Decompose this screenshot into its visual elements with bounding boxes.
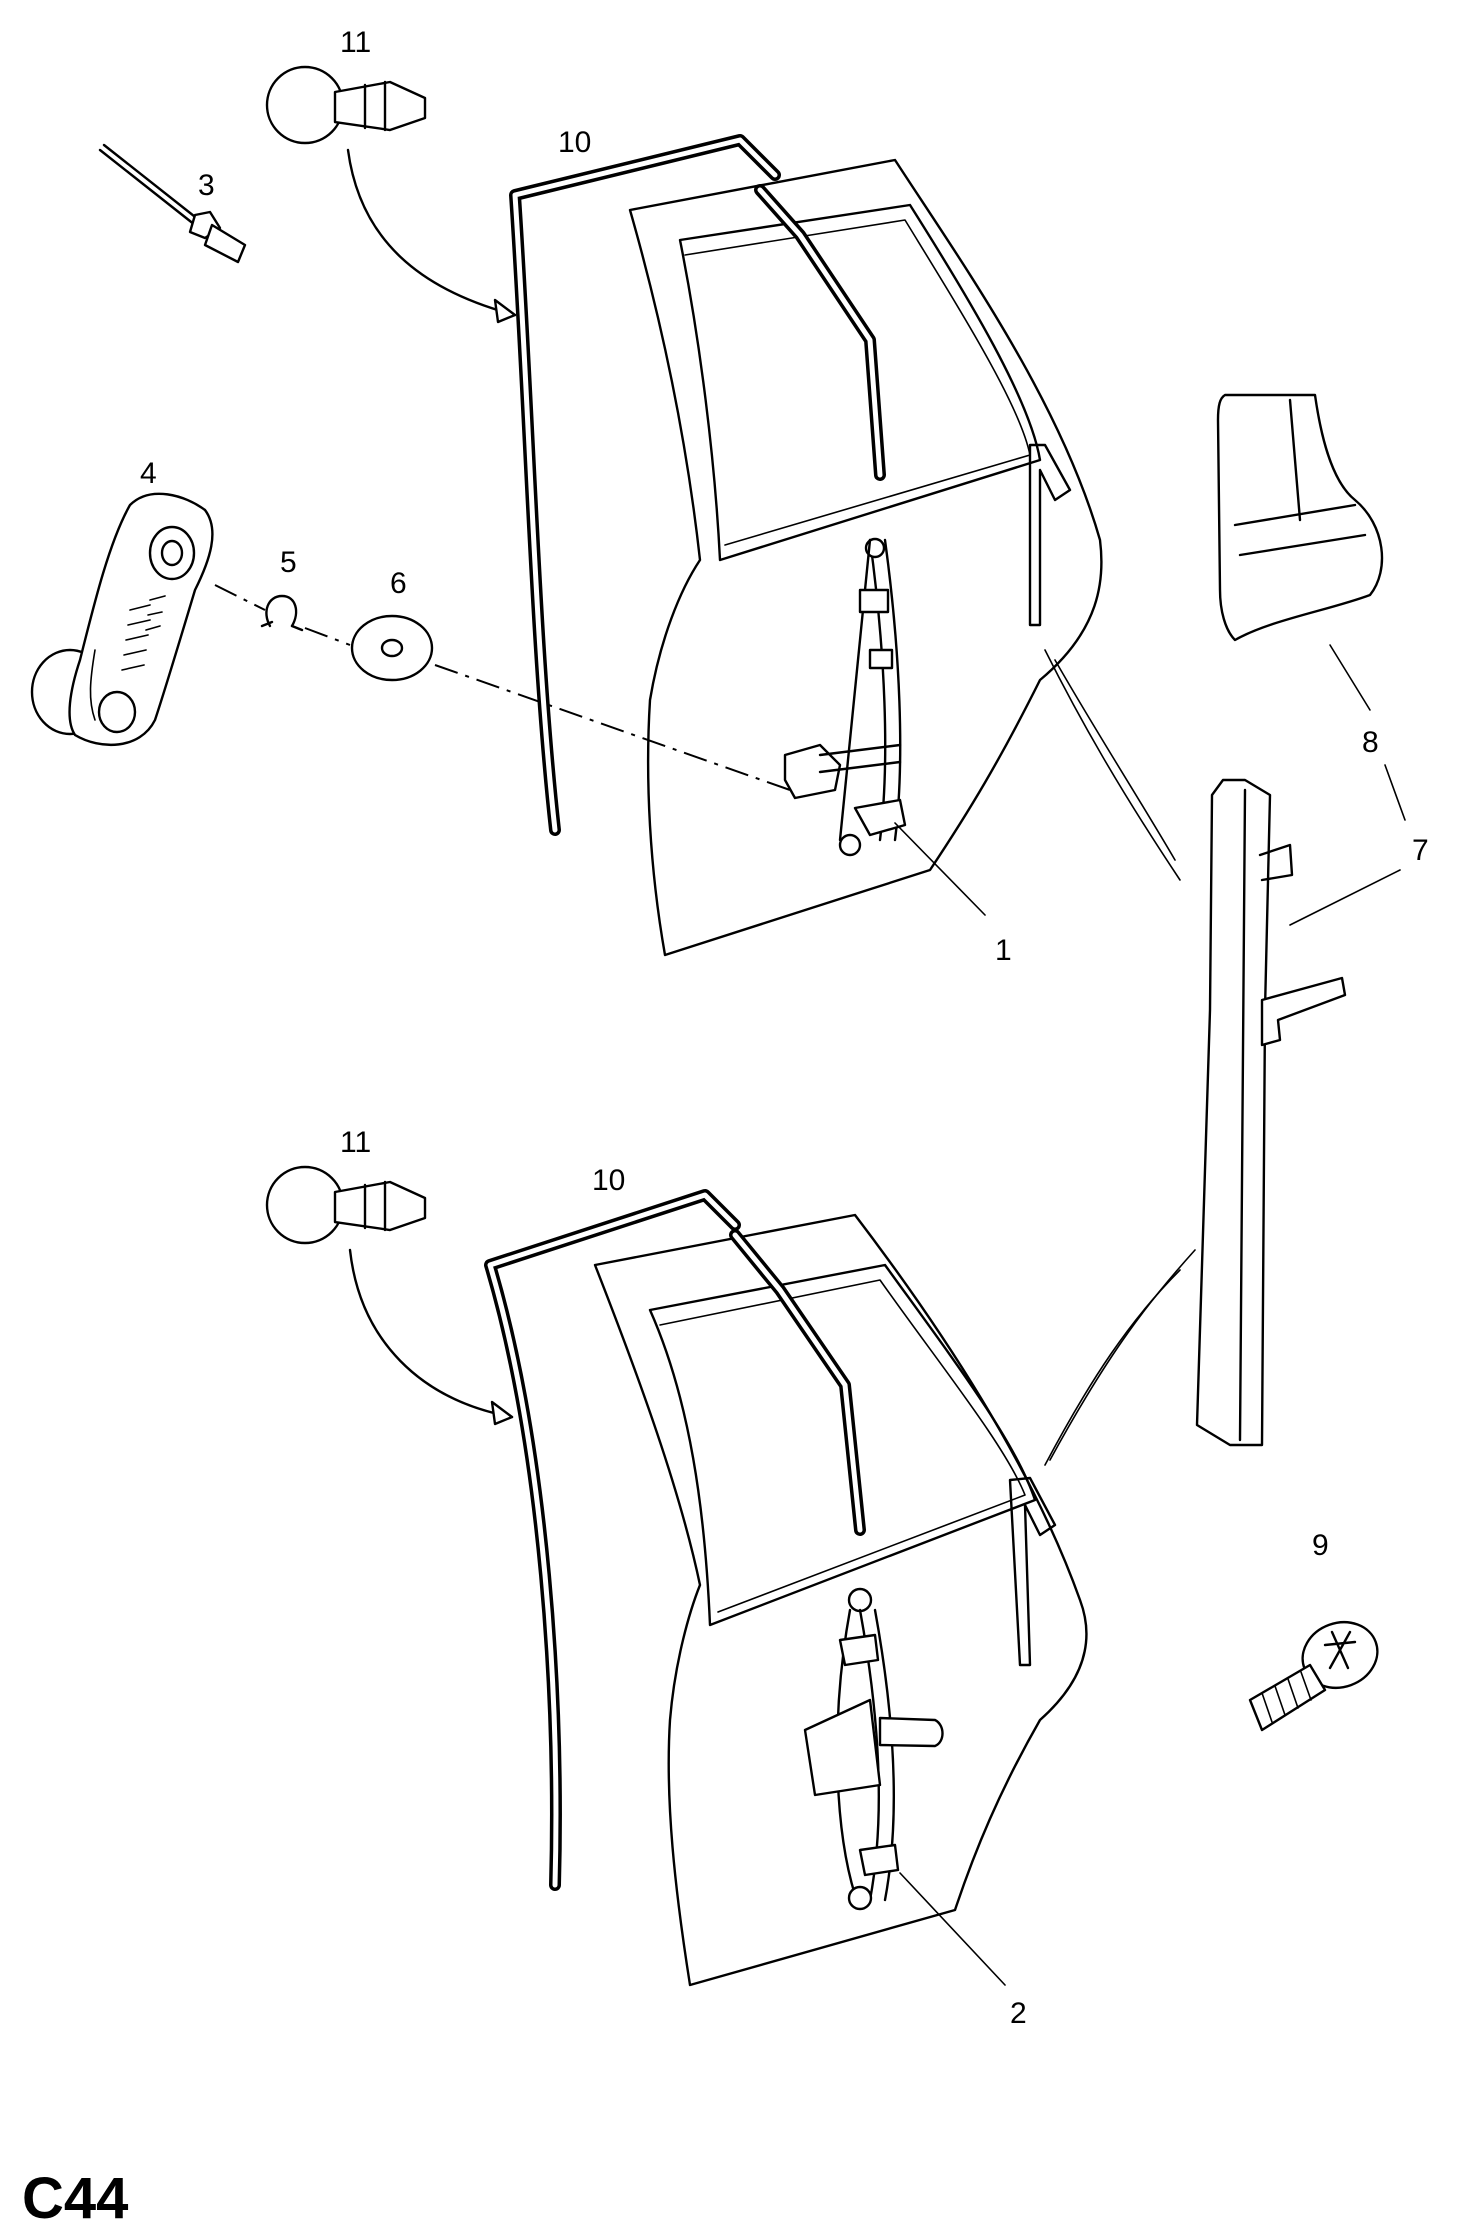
lower-door-panel <box>593 1213 1088 1987</box>
clip-11-bottom <box>265 1165 514 1426</box>
upper-door-handle <box>1028 443 1072 627</box>
window-crank-handle-4 <box>30 492 214 746</box>
upper-door-seal <box>509 134 781 836</box>
lower-door-handle <box>1008 1476 1057 1667</box>
screw-9 <box>1248 1621 1379 1732</box>
callout-11-bottom: 11 <box>340 1126 371 1159</box>
callout-8: 8 <box>1362 726 1379 759</box>
diagram-code: C44 <box>22 2166 128 2231</box>
lower-door-assembly <box>593 1213 1088 1987</box>
callout-10-bottom: 10 <box>592 1164 625 1197</box>
pillar-trim-cap-8 <box>1216 393 1384 642</box>
lower-door-seal <box>484 1189 741 1891</box>
upper-door-panel <box>628 158 1103 957</box>
upper-window-frame <box>678 203 1042 562</box>
clip-11-top <box>265 65 517 324</box>
callout-1: 1 <box>995 934 1012 967</box>
callout-4: 4 <box>140 457 157 490</box>
window-regulator-2 <box>803 1587 944 1911</box>
callout-10-top: 10 <box>558 126 591 159</box>
window-regulator-1 <box>783 537 907 857</box>
callout-6: 6 <box>390 567 407 600</box>
washer-6 <box>350 614 434 682</box>
callout-2: 2 <box>1010 1997 1027 2030</box>
callout-3: 3 <box>198 169 215 202</box>
leader-lines <box>894 644 1406 1986</box>
spring-clip-5 <box>260 594 304 632</box>
callout-7: 7 <box>1412 834 1429 867</box>
callout-11-top: 11 <box>340 26 371 59</box>
callout-5: 5 <box>280 546 297 579</box>
callout-9: 9 <box>1312 1529 1329 1562</box>
lower-window-frame <box>648 1263 1037 1627</box>
rivet-3 <box>98 143 247 264</box>
lower-window-glass <box>659 1279 1026 1613</box>
upper-pillar-hatch <box>1044 649 1181 881</box>
upper-window-glass <box>684 219 1031 546</box>
door-guide-rail-7 <box>1044 778 1347 1466</box>
upper-door-assembly <box>628 158 1181 957</box>
